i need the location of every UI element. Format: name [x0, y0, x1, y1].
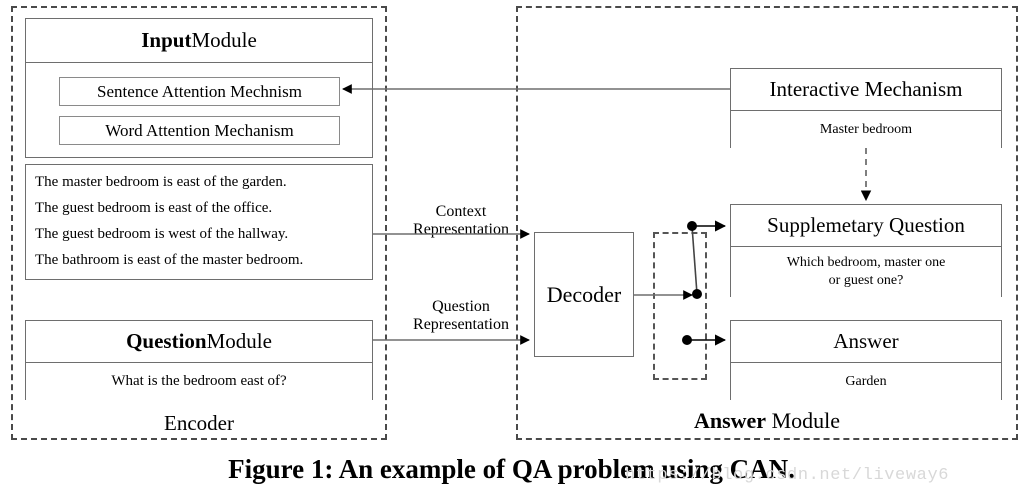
story-facts-box: The master bedroom is east of the garden…: [25, 164, 373, 280]
story-line: The master bedroom is east of the garden…: [35, 174, 287, 191]
figure-caption: Figure 1: An example of QA problem using…: [228, 454, 795, 484]
sentence-attention-mechanism-label: Sentence Attention Mechnism: [97, 81, 302, 101]
word-attention-mechanism-box[interactable]: Word Attention Mechanism: [59, 116, 340, 145]
answer-title: Answer: [731, 321, 1001, 363]
encoder-region: [11, 6, 387, 440]
context-representation-label: Context Representation: [388, 203, 534, 239]
supplementary-question-title: Supplemetary Question: [731, 205, 1001, 247]
story-line: The bathroom is east of the master bedro…: [35, 251, 304, 268]
question-representation-label: Question Representation: [388, 298, 534, 334]
answer-module-region-label-bold: Answer: [693, 408, 767, 433]
question-module-title-bold: Question: [126, 329, 207, 353]
context-representation-line1: Context: [435, 203, 487, 220]
answer-value: Garden: [731, 363, 1001, 400]
encoder-region-label-text: Encoder: [164, 411, 234, 435]
supplementary-question-value: Which bedroom, master one or guest one?: [731, 247, 1001, 297]
interactive-mechanism-title: Interactive Mechanism: [731, 69, 1001, 111]
decoder-label: Decoder: [546, 281, 622, 307]
switch-selector-region: [653, 232, 707, 380]
watermark-text: https://blog.csdn.net/liveway6: [625, 466, 950, 485]
story-line: The guest bedroom is east of the office.: [35, 200, 273, 217]
input-module-title-bold: Input: [141, 28, 192, 52]
question-representation-line1: Question: [432, 298, 490, 315]
story-line: The guest bedroom is west of the hallway…: [35, 226, 289, 242]
input-module-title-rest: Module: [191, 28, 257, 52]
question-module-title: Question Module: [26, 321, 372, 363]
question-module-title-rest: Module: [206, 329, 272, 353]
question-representation-line2: Representation: [413, 315, 509, 333]
input-module-body: Sentence Attention Mechnism Word Attenti…: [26, 63, 372, 156]
interactive-mechanism-value: Master bedroom: [731, 111, 1001, 148]
question-module-box: Question Module What is the bedroom east…: [25, 320, 373, 400]
context-representation-line2: Representation: [413, 220, 509, 238]
encoder-region-label: Encoder: [11, 413, 387, 434]
interactive-mechanism-box: Interactive Mechanism Master bedroom: [730, 68, 1002, 148]
answer-module-region-label: Answer Module: [516, 410, 1018, 432]
input-module-title: Input Module: [26, 19, 372, 63]
input-module-box: Input Module Sentence Attention Mechnism…: [25, 18, 373, 158]
word-attention-mechanism-label: Word Attention Mechanism: [105, 120, 294, 140]
supplementary-question-value-line1: Which bedroom, master one: [786, 255, 946, 271]
supplementary-question-value-line2: or guest one?: [828, 273, 904, 288]
answer-module-region: [516, 6, 1018, 440]
supplementary-question-box: Supplemetary Question Which bedroom, mas…: [730, 204, 1002, 297]
sentence-attention-mechanism-box[interactable]: Sentence Attention Mechnism: [59, 77, 340, 106]
question-module-value: What is the bedroom east of?: [26, 363, 372, 400]
answer-box: Answer Garden: [730, 320, 1002, 400]
decoder-box: Decoder: [534, 232, 634, 357]
answer-module-region-label-rest: Module: [766, 408, 841, 433]
